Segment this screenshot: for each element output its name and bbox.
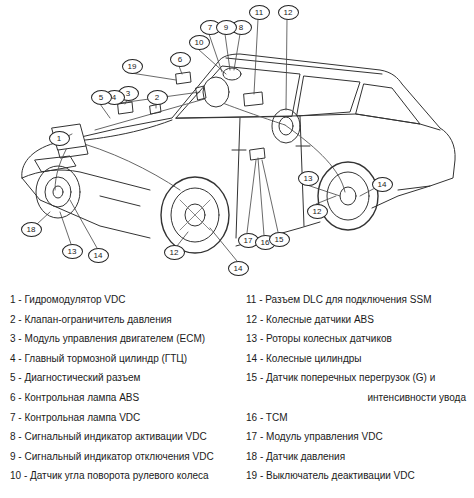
legend-text: 17 - Модуль управления VDC — [246, 427, 383, 447]
legend-text: 16 - TCM — [246, 408, 288, 428]
callout-number: 11 — [249, 5, 270, 20]
legend-text: 3 - Модуль управления двигателем (ECM) — [10, 329, 205, 349]
legend-text: 6 - Контрольная лампа ABS — [10, 388, 139, 408]
legend-text: 4 - Главный тормозной цилиндр (ГТЦ) — [10, 349, 187, 369]
legend-text: 9 - Сигнальный индикатор отключения VDC — [10, 447, 214, 467]
callout-number: 5 — [91, 90, 112, 105]
callout-number: 14 — [228, 261, 249, 276]
legend-text: 11 - Разъем DLC для подключения SSM — [246, 290, 431, 310]
callout-number: 14 — [88, 248, 109, 263]
callout-number: 12 — [307, 204, 328, 219]
legend-text: 14 - Колесные цилиндры — [246, 349, 361, 369]
legend-text: 10 - Датчик угла поворота рулевого колес… — [10, 466, 209, 486]
legend-text: 13 - Роторы колесных датчиков — [246, 329, 392, 349]
legend-text: 15 - Датчик поперечных перегрузок (G) и … — [246, 368, 466, 407]
callout-number: 6 — [170, 52, 191, 67]
callout-number: 10 — [189, 35, 210, 50]
callout-number: 13 — [298, 171, 319, 186]
callout-number: 2 — [147, 90, 168, 105]
legend-text: 1 - Гидромодулятор VDC — [10, 290, 125, 310]
legend-text: 12 - Колесные датчики ABS — [246, 310, 374, 330]
callout-number: 9 — [216, 20, 237, 35]
callout-number: 1 — [49, 131, 70, 146]
callout-number: 19 — [122, 59, 143, 74]
legend-text: 7 - Контрольная лампа VDC — [10, 408, 140, 428]
legend-text: 2 - Клапан-ограничитель давления — [10, 310, 172, 330]
callout-number: 18 — [21, 222, 42, 237]
callout-number: 12 — [278, 5, 299, 20]
callout-number: 13 — [62, 244, 83, 259]
legend-text: 18 - Датчик давления — [246, 447, 345, 467]
legend-text: 8 - Сигнальный индикатор активации VDC — [10, 427, 207, 447]
legend-text: 5 - Диагностический разъем — [10, 368, 140, 388]
legend-text: 19 - Выключатель деактивации VDC — [246, 466, 415, 486]
callout-number: 15 — [269, 232, 290, 247]
callout-number: 14 — [372, 177, 393, 192]
callout-number: 12 — [164, 245, 185, 260]
